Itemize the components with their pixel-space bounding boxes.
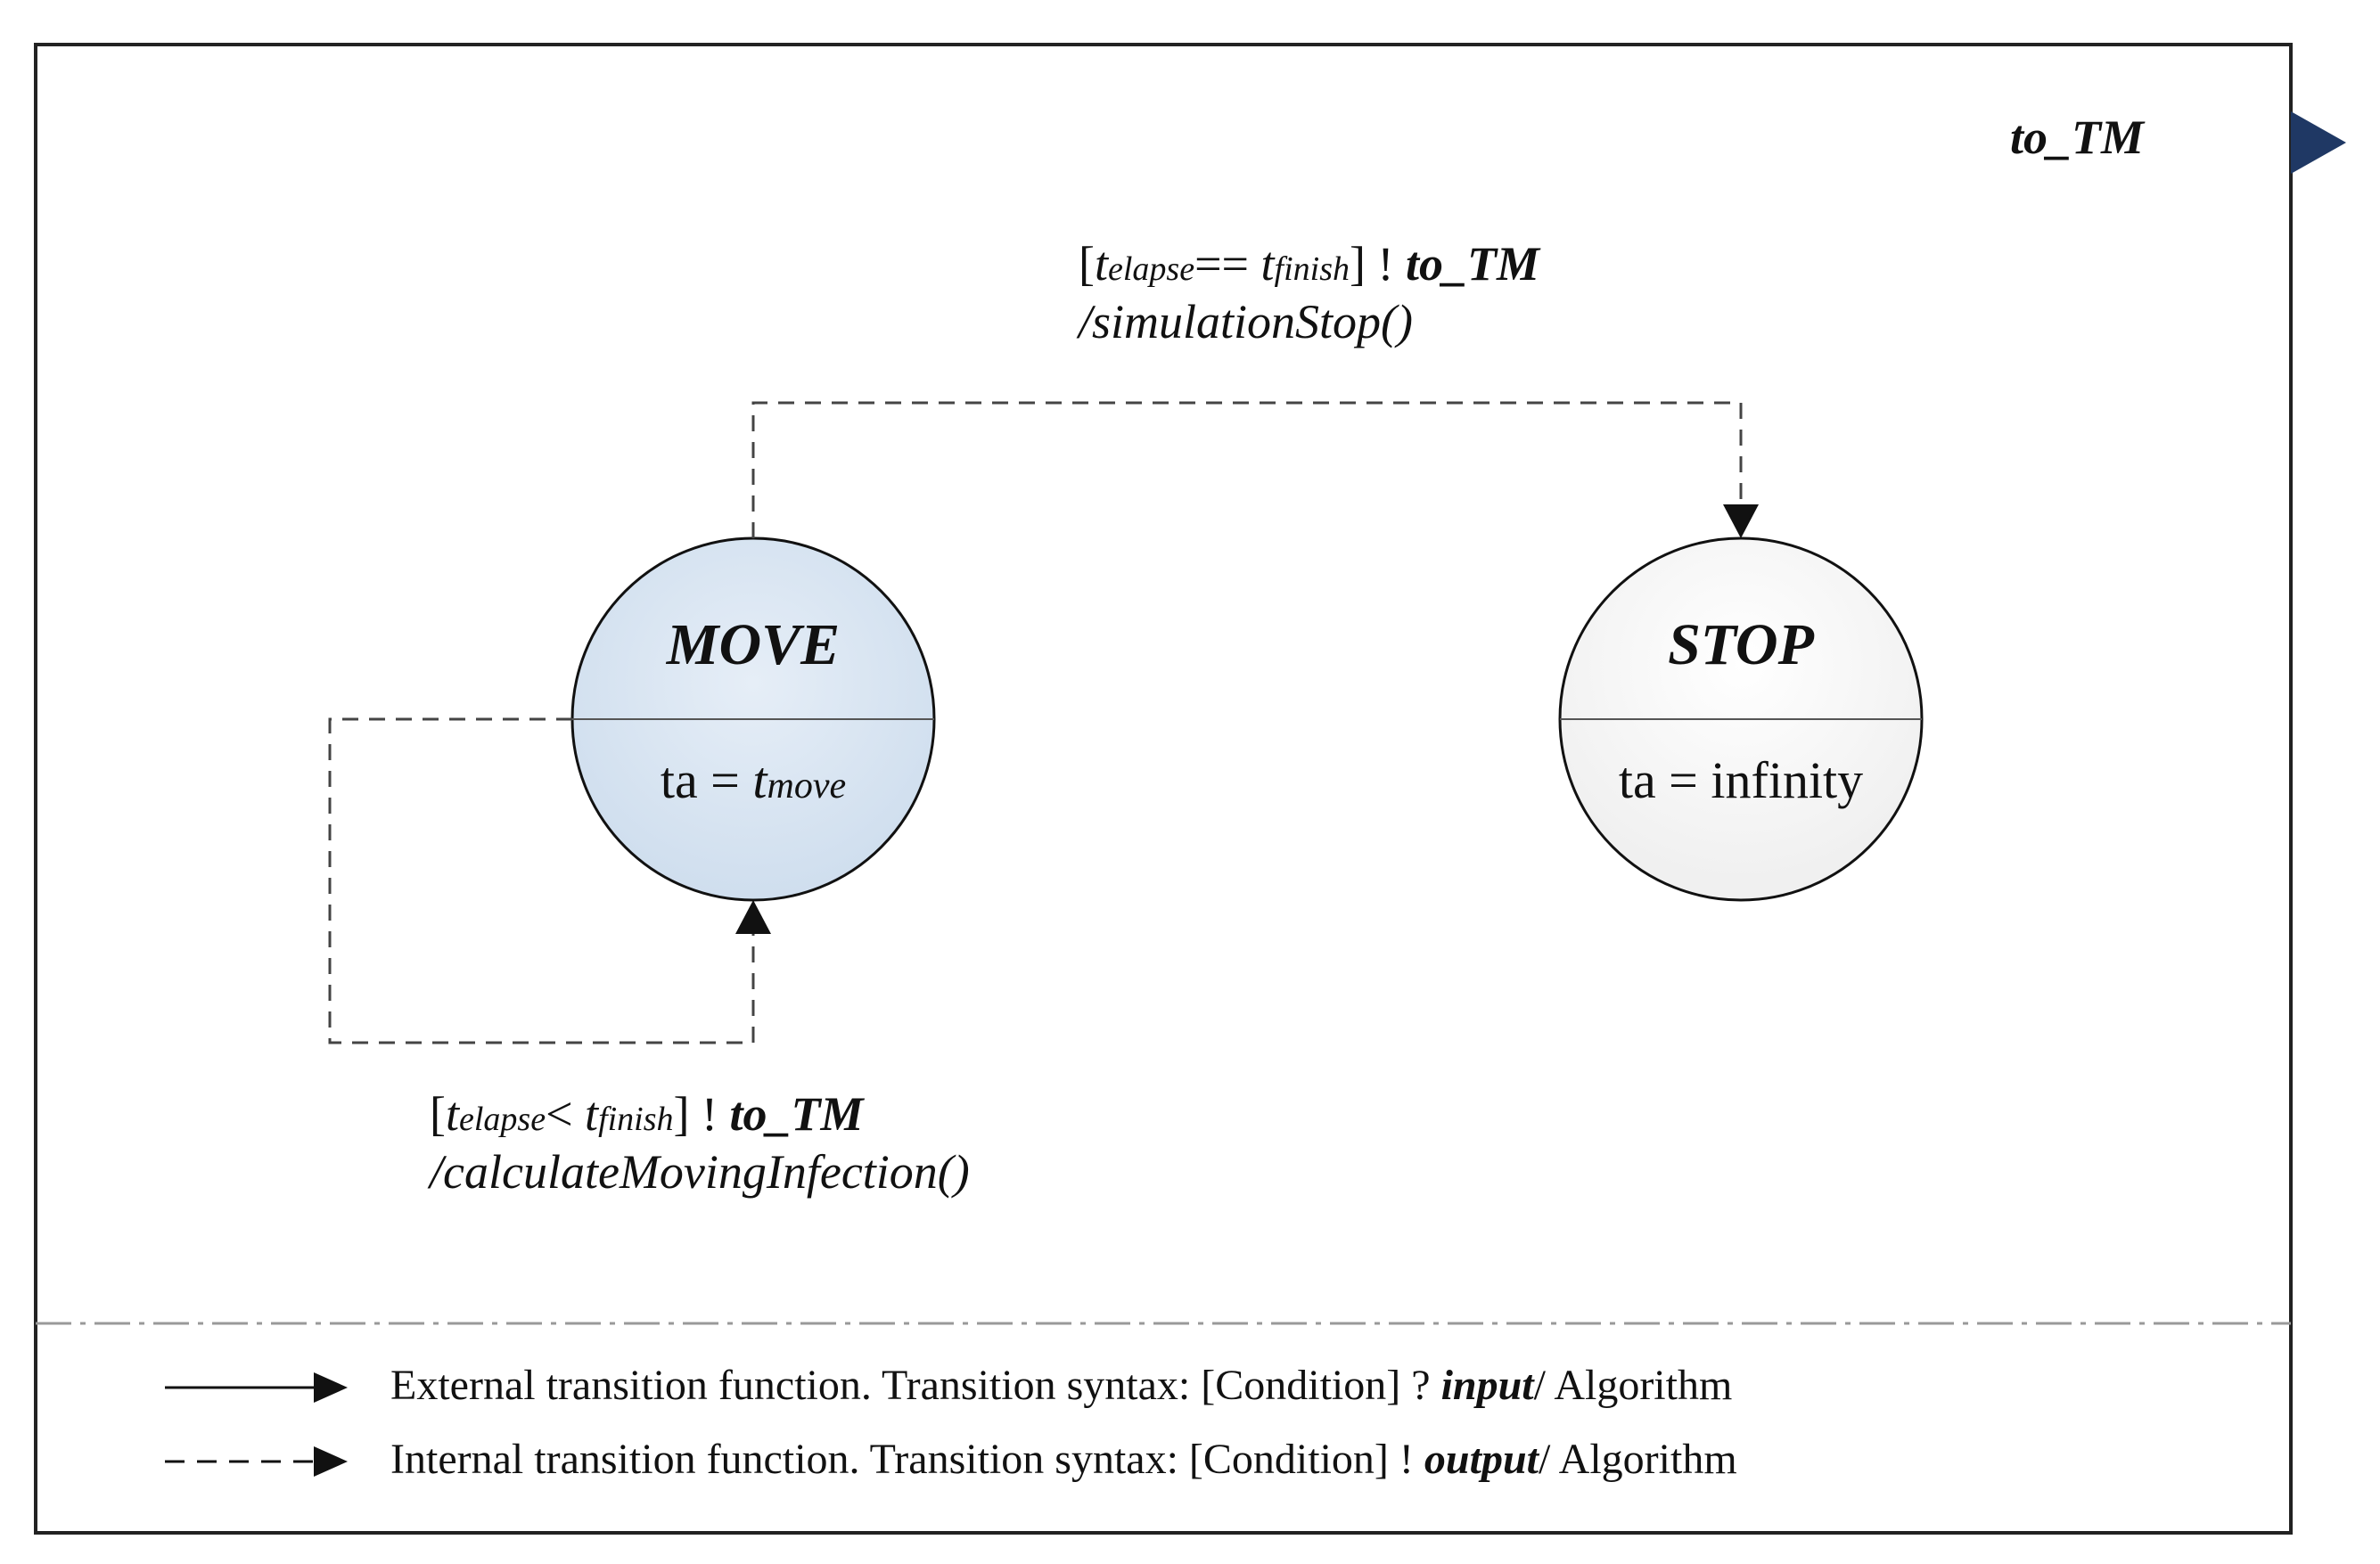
transition-move-self-line [328, 717, 755, 1044]
legend-external-keyword: input [1440, 1362, 1534, 1409]
legend-internal: Internal transition function. Transition… [390, 1435, 1737, 1484]
legend-internal-suffix: / Algorithm [1538, 1436, 1737, 1483]
cond-op: == [1194, 237, 1249, 291]
transition-output: to_TM [729, 1087, 864, 1141]
cond-op: < [546, 1087, 573, 1141]
legend-dashed-arrowhead [314, 1446, 348, 1477]
transition-output: to_TM [1405, 237, 1539, 291]
ta-prefix: ta = [660, 751, 753, 809]
cond-open: [ [1079, 237, 1095, 291]
legend-internal-prefix: Internal transition function. Transition… [390, 1436, 1424, 1483]
cond-t1: t [1094, 237, 1108, 291]
cond-sub1: elapse [459, 1101, 546, 1138]
transition-algorithm: /calculateMovingInfection() [430, 1144, 970, 1199]
transition-move-self-arrowhead [735, 900, 771, 934]
output-port-label: to_TM [2010, 111, 2145, 164]
legend-solid-arrowhead [314, 1372, 348, 1403]
state-move-name: MOVE [666, 612, 841, 677]
cond-open: [ [430, 1087, 446, 1141]
state-stop-ta: ta = infinity [1618, 751, 1864, 809]
cond-t1: t [445, 1087, 459, 1141]
state-move-ta: ta = tmove [575, 750, 931, 810]
model-frame [34, 43, 2293, 1535]
cond-close: ] ! [1349, 237, 1406, 291]
transition-move-self-label: [telapse< tfinish] ! to_TM /calculateMov… [430, 1085, 970, 1201]
transition-algorithm: /simulationStop() [1079, 294, 1413, 348]
cond-t2: t [585, 1087, 599, 1141]
ta-t: t [752, 751, 767, 809]
cond-t2: t [1260, 237, 1275, 291]
cond-close: ] ! [673, 1087, 730, 1141]
cond-sub2: finish [1274, 250, 1350, 288]
legend-external-prefix: External transition function. Transition… [390, 1362, 1441, 1409]
cond-sub2: finish [598, 1101, 674, 1138]
legend-external: External transition function. Transition… [390, 1361, 1732, 1410]
transition-move-to-stop-arrowhead [1723, 504, 1759, 538]
transition-move-to-stop-label: [telapse== tfinish] ! to_TM /simulationS… [1079, 235, 1539, 351]
output-port-arrow [2291, 111, 2346, 174]
legend-external-suffix: / Algorithm [1533, 1362, 1733, 1409]
transition-move-to-stop-line [751, 401, 1743, 538]
state-stop-name: STOP [1668, 612, 1814, 677]
legend-internal-keyword: output [1424, 1436, 1539, 1483]
ta-sub: move [767, 766, 847, 807]
cond-sub1: elapse [1108, 250, 1195, 288]
